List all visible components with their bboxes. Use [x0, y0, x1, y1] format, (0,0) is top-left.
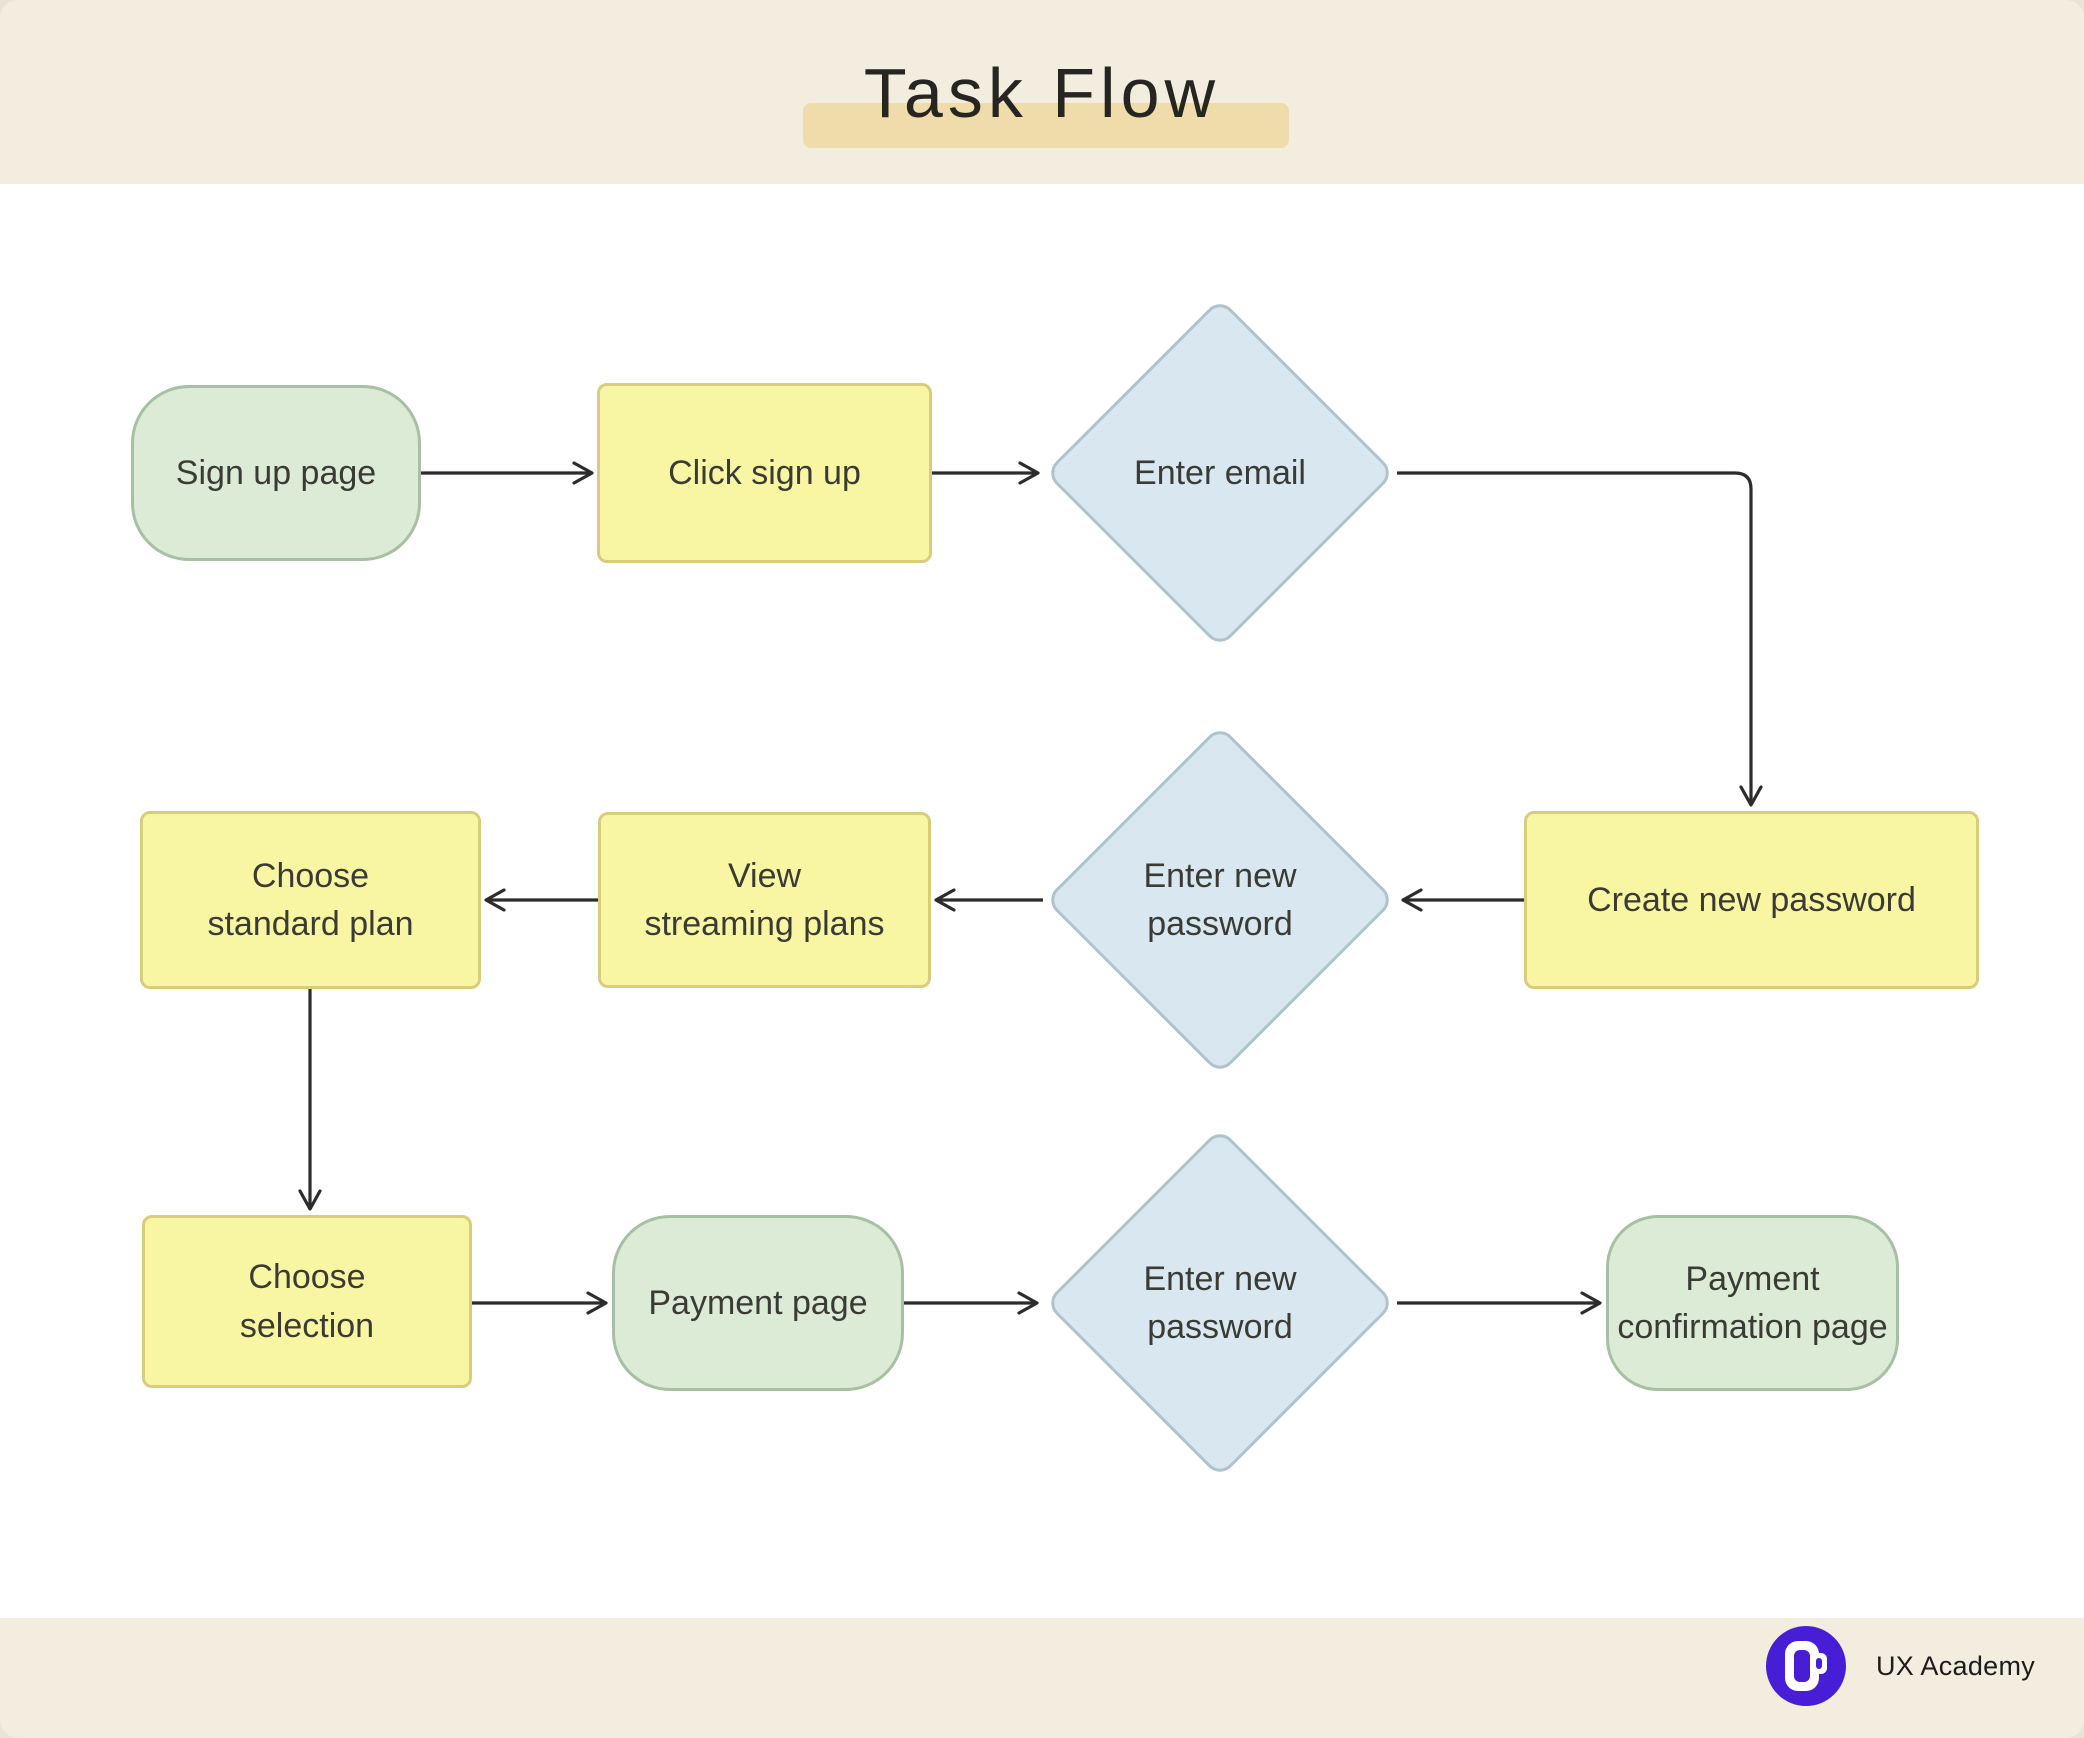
node-choose-selection[interactable]: Choose selection: [142, 1215, 472, 1388]
d-logo-icon: [1785, 1641, 1827, 1691]
node-label: Create new password: [1587, 880, 1916, 919]
node-label: streaming plans: [644, 905, 885, 943]
node-label: selection: [239, 1306, 375, 1345]
node-label: Payment: [1685, 1259, 1820, 1298]
page-title: Task Flow: [863, 54, 1221, 132]
brand-name: UX Academy: [1876, 1650, 2036, 1681]
node-label: password: [1147, 1308, 1293, 1346]
node-sign-up-page[interactable]: Sign up page: [131, 385, 421, 561]
node-label: Click sign up: [668, 453, 861, 492]
node-label: Enter email: [1134, 453, 1306, 492]
node-label: Enter new: [1143, 856, 1297, 895]
edge-enteremail-to-createpassword: [1397, 471, 1763, 807]
ux-academy-logo[interactable]: [1766, 1626, 1846, 1706]
node-click-sign-up[interactable]: Click sign up: [597, 383, 932, 563]
node-view-streaming-plans[interactable]: View streaming plans: [598, 812, 931, 988]
node-payment-confirmation-page[interactable]: Payment confirmation page: [1606, 1215, 1899, 1391]
node-label: confirmation page: [1617, 1308, 1888, 1346]
node-enter-new-password-2[interactable]: Enter new password: [1043, 1126, 1397, 1480]
title-highlight-bar: [803, 103, 1289, 148]
node-label: standard plan: [207, 905, 414, 943]
brand: UX Academy: [1766, 1626, 2035, 1706]
node-label: Enter new: [1143, 1259, 1297, 1298]
node-create-new-password[interactable]: Create new password: [1524, 811, 1979, 989]
node-label: Sign up page: [175, 453, 377, 492]
node-label: Payment page: [648, 1283, 868, 1322]
node-label: Choose: [251, 856, 370, 895]
node-choose-standard-plan[interactable]: Choose standard plan: [140, 811, 481, 989]
node-enter-email[interactable]: Enter email: [1043, 296, 1397, 650]
node-label: Choose: [248, 1258, 366, 1297]
node-enter-new-password[interactable]: Enter new password: [1043, 723, 1397, 1077]
node-payment-page[interactable]: Payment page: [612, 1215, 904, 1391]
node-label: View: [727, 856, 802, 895]
node-label: password: [1147, 905, 1293, 943]
